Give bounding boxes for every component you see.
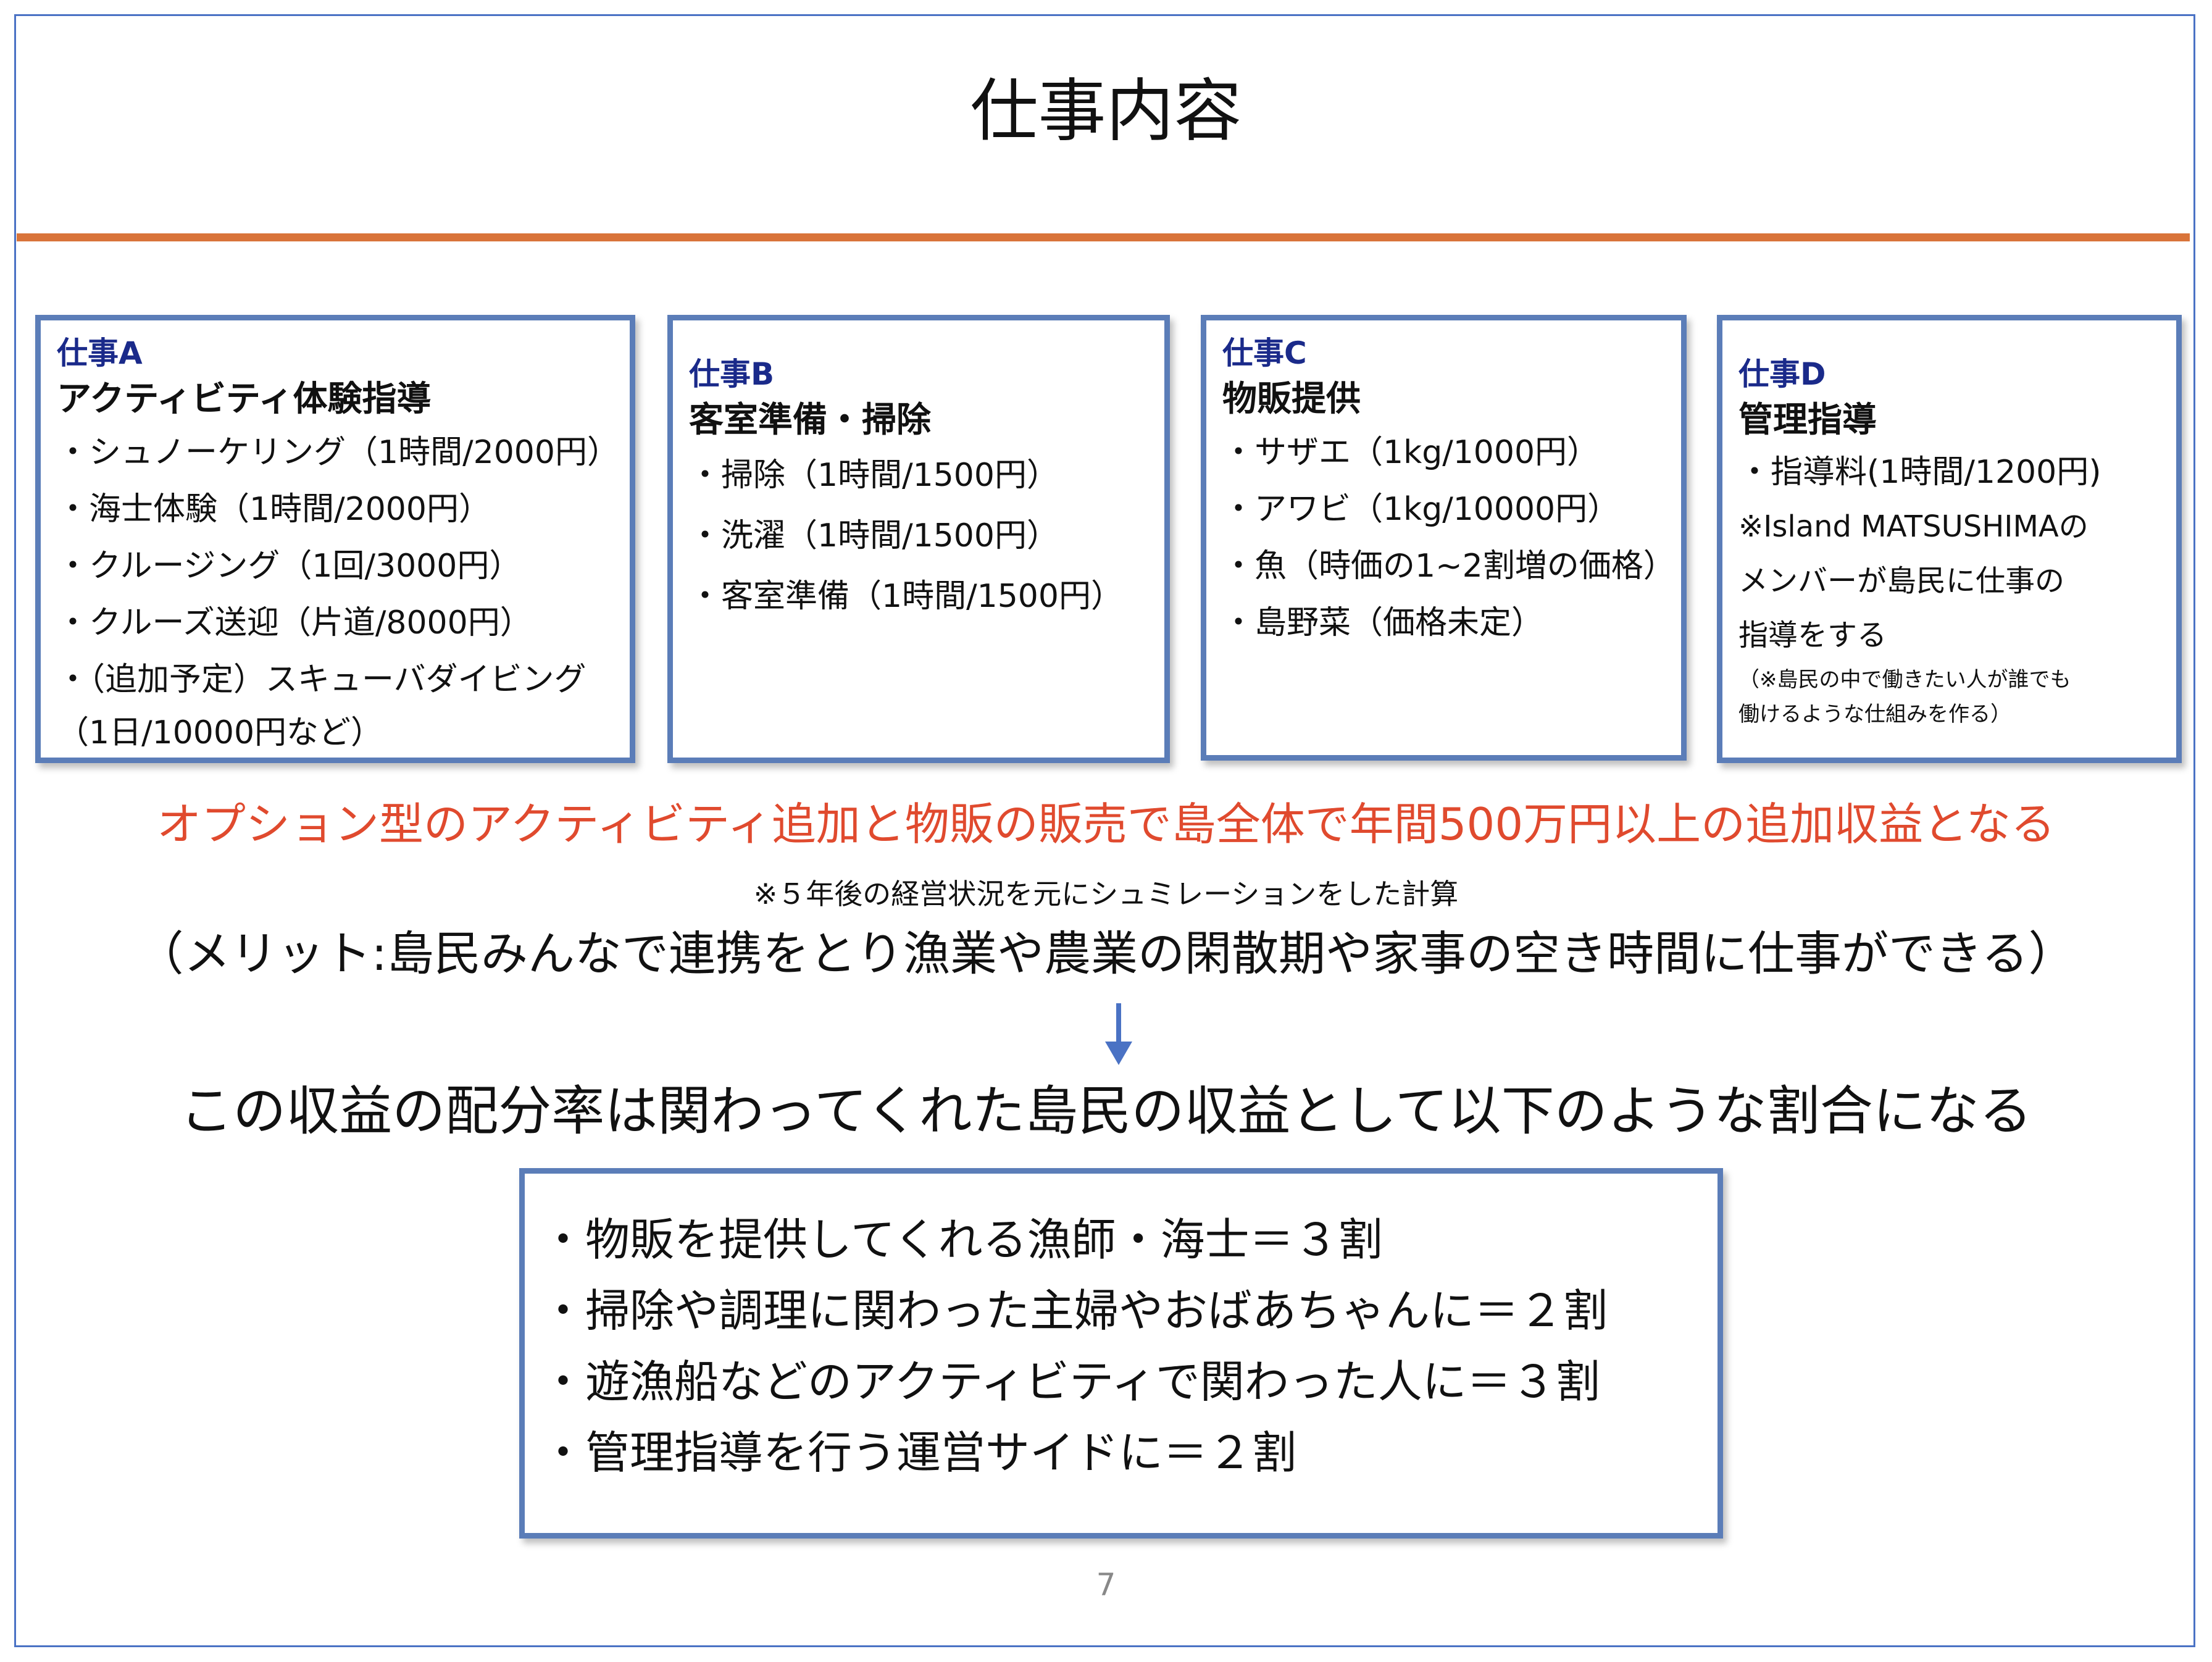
list-item: （1日/10000円など）	[57, 714, 383, 751]
list-item: ・クルージング（1回/3000円）	[57, 548, 522, 585]
list-item: ※Island MATSUSHIMAの	[1738, 509, 2089, 544]
job-c-subtitle: 物販提供	[1222, 379, 1361, 419]
list-item: ・海士体験（1時間/2000円）	[57, 491, 491, 528]
distribution-box: ・物販を提供してくれる漁師・海士＝３割 ・掃除や調理に関わった主婦やおばあちゃん…	[519, 1168, 1723, 1539]
job-c-heading: 仕事C	[1222, 335, 1307, 371]
list-item: ・クルーズ送迎（片道/8000円）	[57, 604, 532, 641]
list-item: ・掃除や調理に関わった主婦やおばあちゃんに＝２割	[541, 1285, 1608, 1337]
list-item: ・指導料(1時間/1200円)	[1738, 454, 2101, 491]
list-item: ・魚（時価の1~2割増の価格）	[1222, 548, 1676, 585]
job-d-note: （※島民の中で働きたい人が誰でも	[1738, 667, 2071, 692]
list-item: ・アワビ（1kg/10000円）	[1222, 491, 1620, 528]
calc-note: ※５年後の経営状況を元にシュミレーションをした計算	[753, 877, 1459, 911]
list-item: ・管理指導を行う運営サイドに＝２割	[541, 1427, 1297, 1479]
list-item: ・島野菜（価格未定）	[1222, 604, 1544, 641]
job-d-note: 働けるような仕組みを作る）	[1738, 702, 2011, 727]
list-item: ・遊漁船などのアクティビティで関わった人に＝３割	[541, 1356, 1600, 1408]
job-a-subtitle: アクティビティ体験指導	[57, 379, 432, 419]
page-number: 7	[1096, 1567, 1116, 1603]
revenue-statement: オプション型のアクティビティ追加と物販の販売で島全体で年間500万円以上の追加収…	[156, 798, 2056, 850]
slide-title: 仕事内容	[970, 72, 1242, 151]
list-item: ・物販を提供してくれる漁師・海士＝３割	[541, 1214, 1383, 1266]
job-d-subtitle: 管理指導	[1738, 400, 1877, 440]
arrow-down-icon	[1105, 1003, 1132, 1065]
list-item: ・掃除（1時間/1500円）	[689, 457, 1059, 494]
job-d-box: 仕事D 管理指導 ・指導料(1時間/1200円) ※Island MATSUSH…	[1717, 315, 2182, 763]
slide-frame	[14, 14, 2195, 1647]
list-item: 指導をする	[1738, 618, 1887, 653]
distribution-intro: この収益の配分率は関わってくれた島民の収益として以下のような割合になる	[180, 1080, 2032, 1142]
title-divider	[17, 233, 2190, 241]
list-item: メンバーが島民に仕事の	[1738, 564, 2065, 598]
list-item: ・サザエ（1kg/1000円）	[1222, 434, 1600, 471]
job-c-box: 仕事C 物販提供 ・サザエ（1kg/1000円） ・アワビ（1kg/10000円…	[1201, 315, 1687, 761]
job-b-subtitle: 客室準備・掃除	[689, 400, 931, 440]
job-d-heading: 仕事D	[1738, 356, 1826, 392]
job-b-heading: 仕事B	[689, 356, 775, 392]
list-item: ・（追加予定）スキューバダイビング	[57, 661, 586, 698]
job-a-heading: 仕事A	[57, 335, 143, 371]
job-b-box: 仕事B 客室準備・掃除 ・掃除（1時間/1500円） ・洗濯（1時間/1500円…	[667, 315, 1170, 763]
list-item: ・客室準備（1時間/1500円）	[689, 578, 1123, 615]
job-a-box: 仕事A アクティビティ体験指導 ・シュノーケリング（1時間/2000円） ・海士…	[35, 315, 635, 763]
list-item: ・洗濯（1時間/1500円）	[689, 517, 1059, 554]
merit-text: （メリット:島民みんなで連携をとり漁業や農業の閑散期や家事の空き時間に仕事ができ…	[136, 926, 2076, 981]
list-item: ・シュノーケリング（1時間/2000円）	[57, 434, 619, 471]
